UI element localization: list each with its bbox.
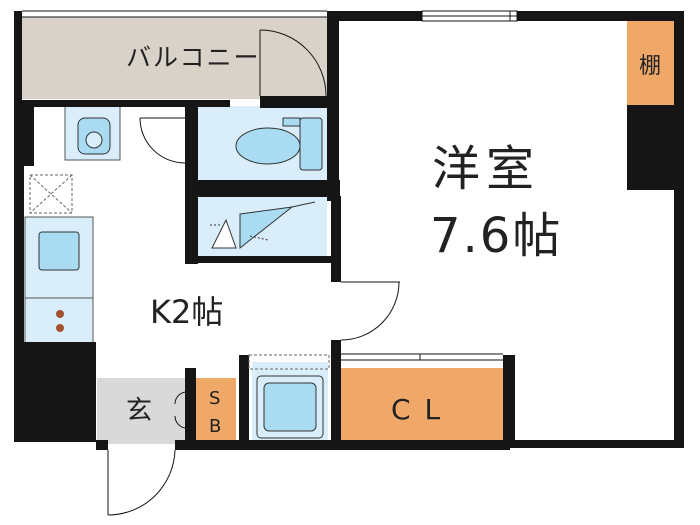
closet-label: CL <box>391 393 455 426</box>
shoe-box-doors <box>174 391 187 429</box>
kitchen-label: K2帖 <box>150 293 224 331</box>
balcony-door-swing <box>259 29 327 97</box>
top-window <box>421 10 518 22</box>
walls <box>14 11 684 450</box>
shelf-label: 棚 <box>639 54 662 79</box>
washbasin <box>77 117 111 155</box>
balcony-railing <box>22 10 327 18</box>
toilet-door-swing <box>139 117 186 164</box>
stove <box>56 310 64 332</box>
closet-sliding-door <box>340 353 503 361</box>
bathtub <box>248 354 330 439</box>
entrance-door-swing <box>107 449 176 516</box>
room-door-swing <box>340 281 400 341</box>
western-room-label: 洋室 <box>432 141 541 197</box>
washer-pan <box>29 174 73 214</box>
shoe-box-label-s: S <box>209 388 221 409</box>
shoe-box <box>196 378 236 444</box>
closet-area <box>340 368 503 442</box>
shower <box>210 201 316 250</box>
entrance-label: 玄 <box>126 396 153 426</box>
sink <box>25 231 93 299</box>
toilet <box>235 117 323 171</box>
western-room-size: 7.6帖 <box>430 208 563 264</box>
shelf-area <box>627 17 674 107</box>
balcony-label: バルコニー <box>126 43 261 72</box>
entrance-floor <box>97 378 185 444</box>
shoe-box-label-b: B <box>209 416 222 437</box>
balcony-floor <box>22 17 329 99</box>
